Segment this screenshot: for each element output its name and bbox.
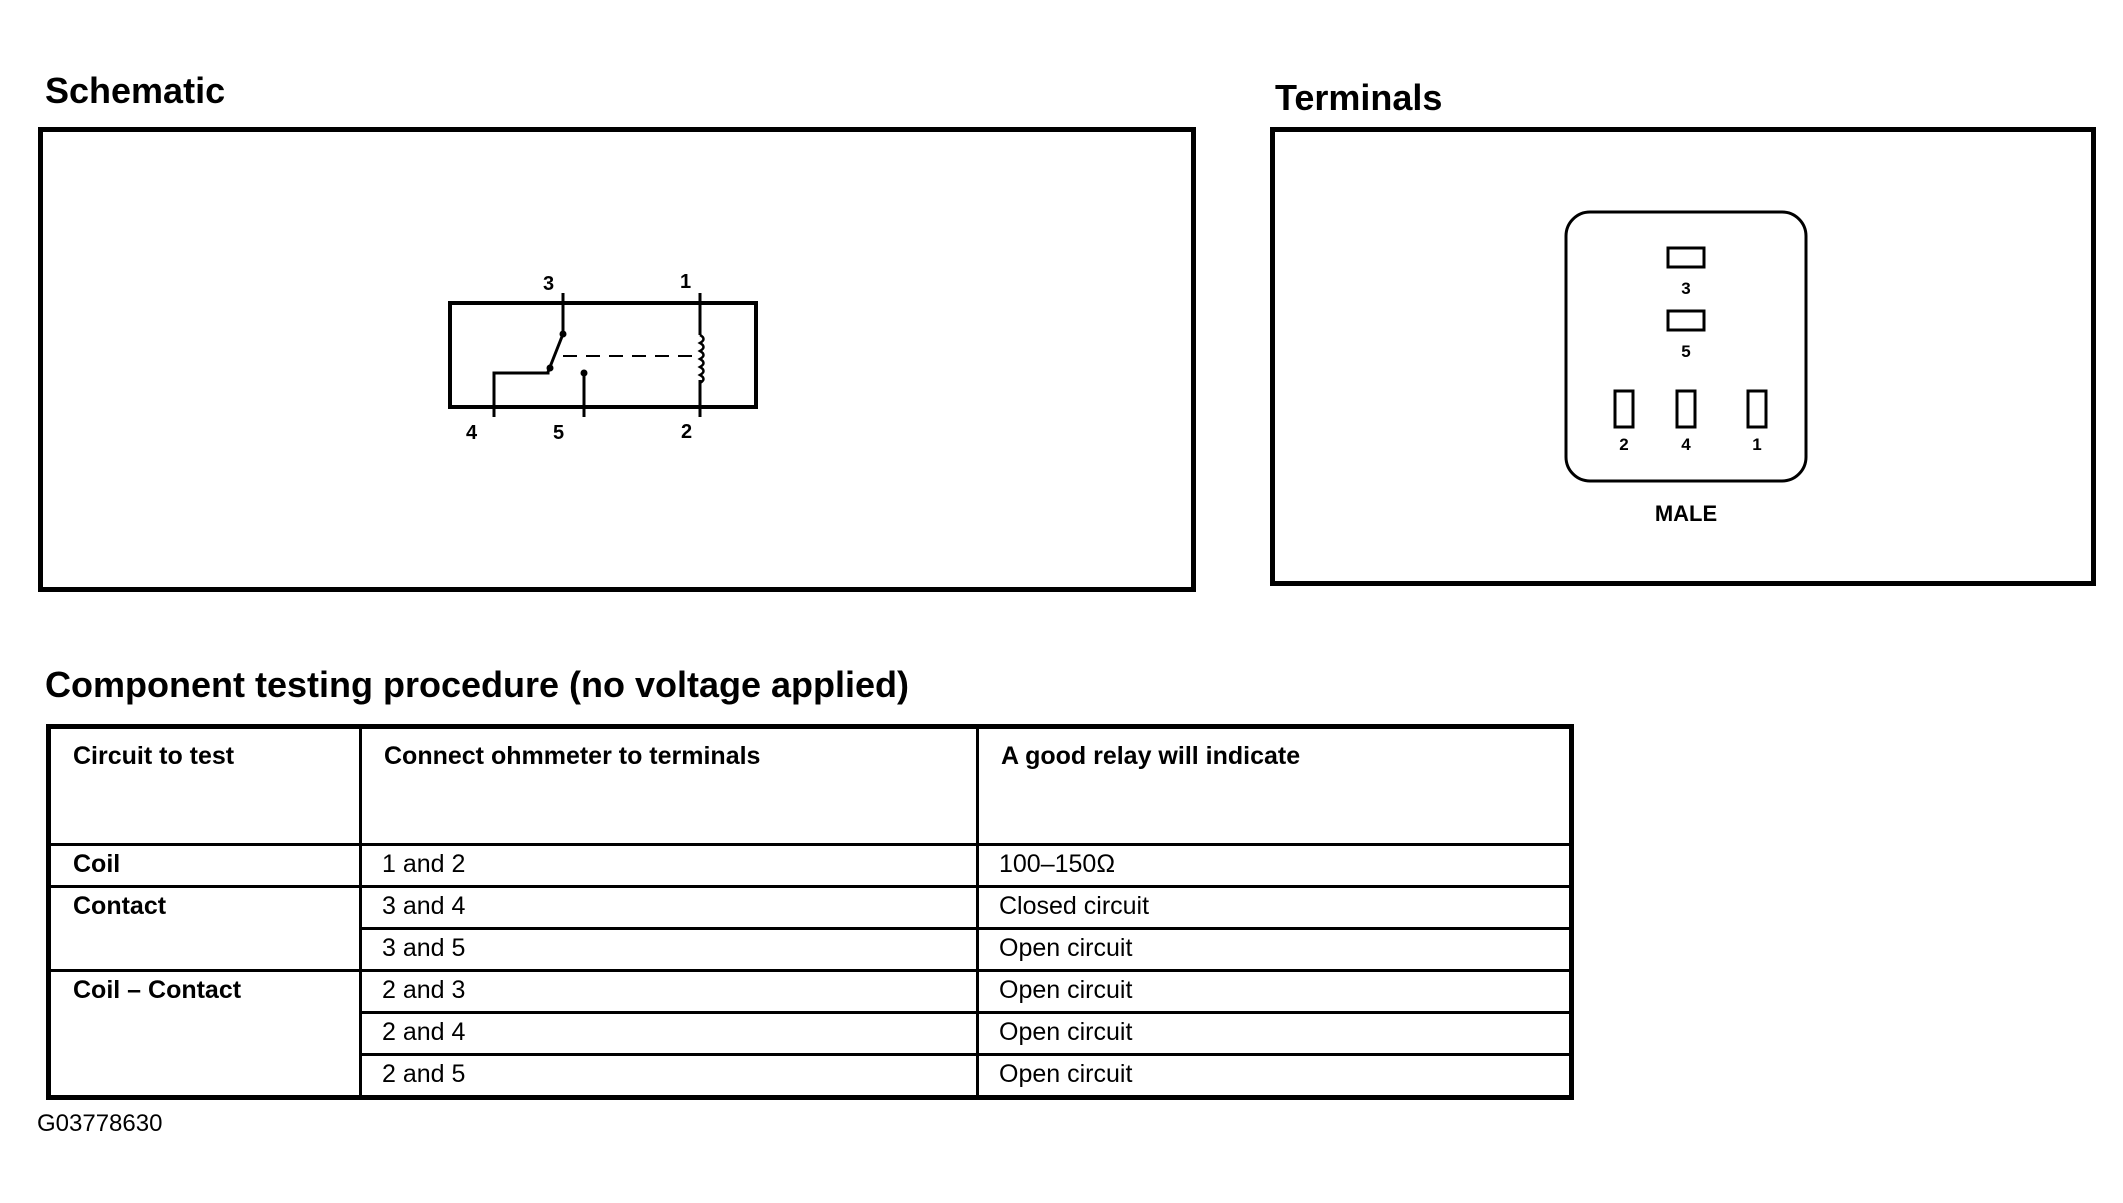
pin-4-lead (492, 371, 550, 417)
column-header-result: A good relay will indicate (976, 725, 1573, 846)
terminals-cell: 3 and 4 (359, 885, 979, 930)
table-row: 2 and 4 Open circuit (49, 1011, 1573, 1056)
terminals-cell: 1 and 2 (359, 843, 979, 888)
terminal-2-label: 2 (1619, 435, 1628, 454)
circuit-cell: Contact (47, 885, 362, 972)
relay-body (448, 301, 758, 409)
schematic-pin-3-label: 3 (543, 273, 554, 295)
figure-id: G03778630 (37, 1110, 163, 1137)
terminal-3-blade (1666, 246, 1706, 269)
result-cell: Open circuit (976, 927, 1573, 972)
schematic-panel: 3 1 4 5 2 (38, 127, 1196, 592)
schematic-pin-5-label: 5 (553, 422, 564, 444)
table-row: Coil – Contact 2 and 3 Open circuit (47, 969, 1573, 1099)
result-cell: 100–150Ω (976, 843, 1573, 888)
terminal-1-blade (1746, 389, 1768, 429)
procedure-heading: Component testing procedure (no voltage … (45, 664, 910, 705)
schematic-pin-1-label: 1 (680, 271, 691, 293)
component-testing-table: Circuit to test Connect ohmmeter to term… (46, 724, 1574, 1100)
terminal-connector-diagram: 3 5 2 4 1 MALE (1564, 210, 1808, 526)
terminal-3-label: 3 (1681, 279, 1690, 298)
table-row: Contact 3 and 4 Closed circuit (47, 885, 1573, 972)
terminal-4-blade (1675, 389, 1697, 429)
result-cell: Closed circuit (976, 885, 1573, 930)
schematic-pin-4-label: 4 (466, 422, 478, 444)
circuit-cell: Coil – Contact (47, 969, 362, 1099)
connector-outline (1564, 210, 1808, 483)
schematic-pin-2-label: 2 (681, 421, 692, 443)
coil-symbol (697, 333, 705, 388)
terminal-2-blade (1613, 389, 1635, 429)
terminals-cell: 2 and 4 (359, 1011, 979, 1056)
column-header-terminals: Connect ohmmeter to terminals (359, 725, 979, 846)
terminal-1-label: 1 (1752, 435, 1761, 454)
terminal-4-label: 4 (1681, 435, 1691, 454)
schematic-heading: Schematic (45, 70, 226, 111)
contact-3-point (559, 330, 567, 338)
contact-4-point (546, 364, 554, 372)
result-cell: Open circuit (976, 969, 1573, 1014)
circuit-cell: Coil (47, 843, 362, 888)
terminals-cell: 2 and 5 (359, 1053, 979, 1099)
contact-5-point (580, 369, 588, 377)
table-row: Coil 1 and 2 100–150Ω (47, 843, 1573, 888)
result-cell: Open circuit (976, 1053, 1573, 1099)
terminals-heading: Terminals (1275, 77, 1443, 118)
result-cell: Open circuit (976, 1011, 1573, 1056)
table-row: 3 and 5 Open circuit (49, 927, 1573, 972)
terminals-panel: 3 5 2 4 1 MALE (1270, 127, 2096, 586)
table-header-row: Circuit to test Connect ohmmeter to term… (47, 725, 1573, 846)
terminals-cell: 2 and 3 (359, 969, 979, 1014)
column-header-circuit: Circuit to test (47, 725, 362, 846)
terminal-5-blade (1666, 309, 1706, 332)
terminals-cell: 3 and 5 (359, 927, 979, 972)
connector-type-label: MALE (1655, 501, 1717, 526)
relay-schematic-diagram: 3 1 4 5 2 (448, 271, 758, 444)
terminal-5-label: 5 (1681, 342, 1690, 361)
table-row: 2 and 5 Open circuit (49, 1053, 1573, 1099)
